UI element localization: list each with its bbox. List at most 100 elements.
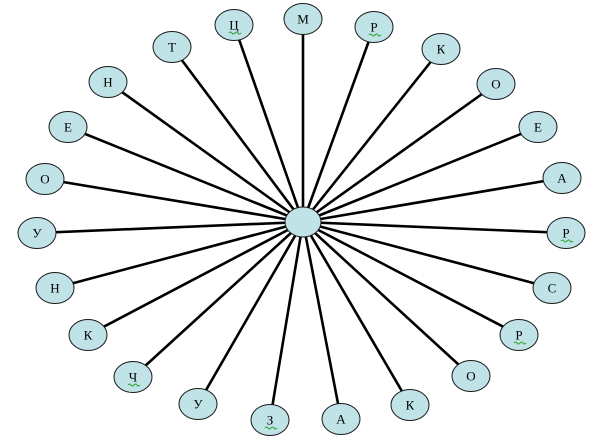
node-label: А — [557, 171, 567, 186]
letter-node: А — [321, 403, 361, 435]
letter-node: Е — [48, 111, 88, 143]
letter-node: К — [390, 389, 430, 421]
node-label: А — [336, 412, 346, 427]
spoke-line — [54, 220, 304, 290]
spellcheck-squiggle — [560, 239, 574, 243]
node-label: О — [466, 369, 475, 384]
node-circle — [88, 66, 128, 98]
node-circle — [250, 404, 290, 436]
node-circle — [476, 68, 516, 100]
spoke-lines — [36, 19, 567, 421]
letter-node: О — [476, 68, 516, 100]
node-circle — [178, 388, 218, 420]
spellcheck-squiggle — [513, 341, 527, 345]
spellcheck-squiggle — [264, 426, 278, 430]
node-circle — [390, 389, 430, 421]
node-circle — [35, 272, 75, 304]
node-label: З — [267, 413, 274, 428]
node-label: Р — [515, 328, 522, 343]
letter-node: К — [421, 33, 461, 65]
spoke-line — [302, 176, 563, 224]
letter-node: Н — [35, 272, 75, 304]
spellcheck-squiggle — [368, 33, 382, 37]
spoke-line — [302, 221, 472, 377]
node-circle — [25, 163, 65, 195]
spellcheck-squiggle — [228, 31, 242, 35]
node-circle — [532, 272, 572, 304]
letter-node: У — [178, 388, 218, 420]
spoke-line — [87, 220, 304, 337]
node-label: О — [40, 172, 49, 187]
letter-node: З — [250, 404, 290, 436]
letter-node: Е — [518, 111, 558, 143]
node-label: Е — [534, 120, 542, 135]
node-circle — [48, 111, 88, 143]
node-label: Н — [103, 75, 112, 90]
letter-node: У — [17, 217, 57, 249]
letter-node: Н — [88, 66, 128, 98]
node-label: С — [548, 281, 557, 296]
spoke-line — [232, 24, 305, 223]
spoke-line — [301, 48, 443, 223]
node-label: К — [437, 42, 446, 57]
spoke-line — [268, 221, 305, 421]
spoke-line — [44, 177, 304, 224]
spoke-line — [107, 80, 304, 224]
letter-node: Р — [354, 11, 394, 43]
node-label: У — [193, 397, 203, 412]
letter-nodes: М Р К О Е А Р С Р О К А З У Ч К Н У О Е Н Т Ц — [17, 3, 586, 436]
node-label: К — [406, 398, 415, 413]
spoke-line — [302, 220, 567, 235]
spoke-line — [302, 125, 539, 224]
node-label: М — [297, 12, 309, 27]
letter-node: Р — [499, 319, 539, 351]
hub-node — [284, 206, 322, 238]
letter-node: А — [542, 162, 582, 194]
node-label: Ч — [129, 370, 138, 385]
node-circle — [17, 217, 57, 249]
spoke-line — [302, 82, 497, 224]
spoke-line — [301, 221, 343, 420]
node-label: О — [491, 77, 500, 92]
node-circle — [542, 162, 582, 194]
spoke-line — [170, 46, 305, 223]
letter-node: К — [68, 319, 108, 351]
node-label: Е — [64, 120, 72, 135]
spoke-line — [36, 220, 304, 235]
node-label: Ц — [229, 18, 239, 33]
node-circle — [354, 11, 394, 43]
node-circle — [283, 3, 323, 35]
spoke-line — [302, 220, 553, 290]
node-circle — [152, 31, 192, 63]
node-circle — [421, 33, 461, 65]
node-circle — [68, 319, 108, 351]
letter-node: Ч — [113, 361, 153, 393]
letter-node: М — [283, 3, 323, 35]
node-label: Н — [50, 281, 59, 296]
letter-node: Ц — [214, 9, 254, 41]
letter-node: С — [532, 272, 572, 304]
letter-node: О — [451, 360, 491, 392]
letter-node: Т — [152, 31, 192, 63]
spoke-line — [67, 125, 304, 224]
node-circle — [451, 360, 491, 392]
letter-node: О — [25, 163, 65, 195]
node-label: Т — [168, 40, 176, 55]
node-label: У — [32, 226, 42, 241]
node-label: К — [84, 328, 93, 343]
spellcheck-squiggle — [127, 383, 141, 387]
spoke-line — [301, 221, 412, 406]
node-label: Р — [370, 20, 377, 35]
node-circle — [499, 319, 539, 351]
node-circle — [214, 9, 254, 41]
node-circle — [546, 217, 586, 249]
node-label: Р — [562, 226, 569, 241]
spoke-line — [302, 220, 520, 337]
spoke-line — [196, 221, 305, 405]
node-circle — [321, 403, 361, 435]
node-circle — [518, 111, 558, 143]
node-circle — [113, 361, 153, 393]
spoke-line — [132, 221, 304, 378]
